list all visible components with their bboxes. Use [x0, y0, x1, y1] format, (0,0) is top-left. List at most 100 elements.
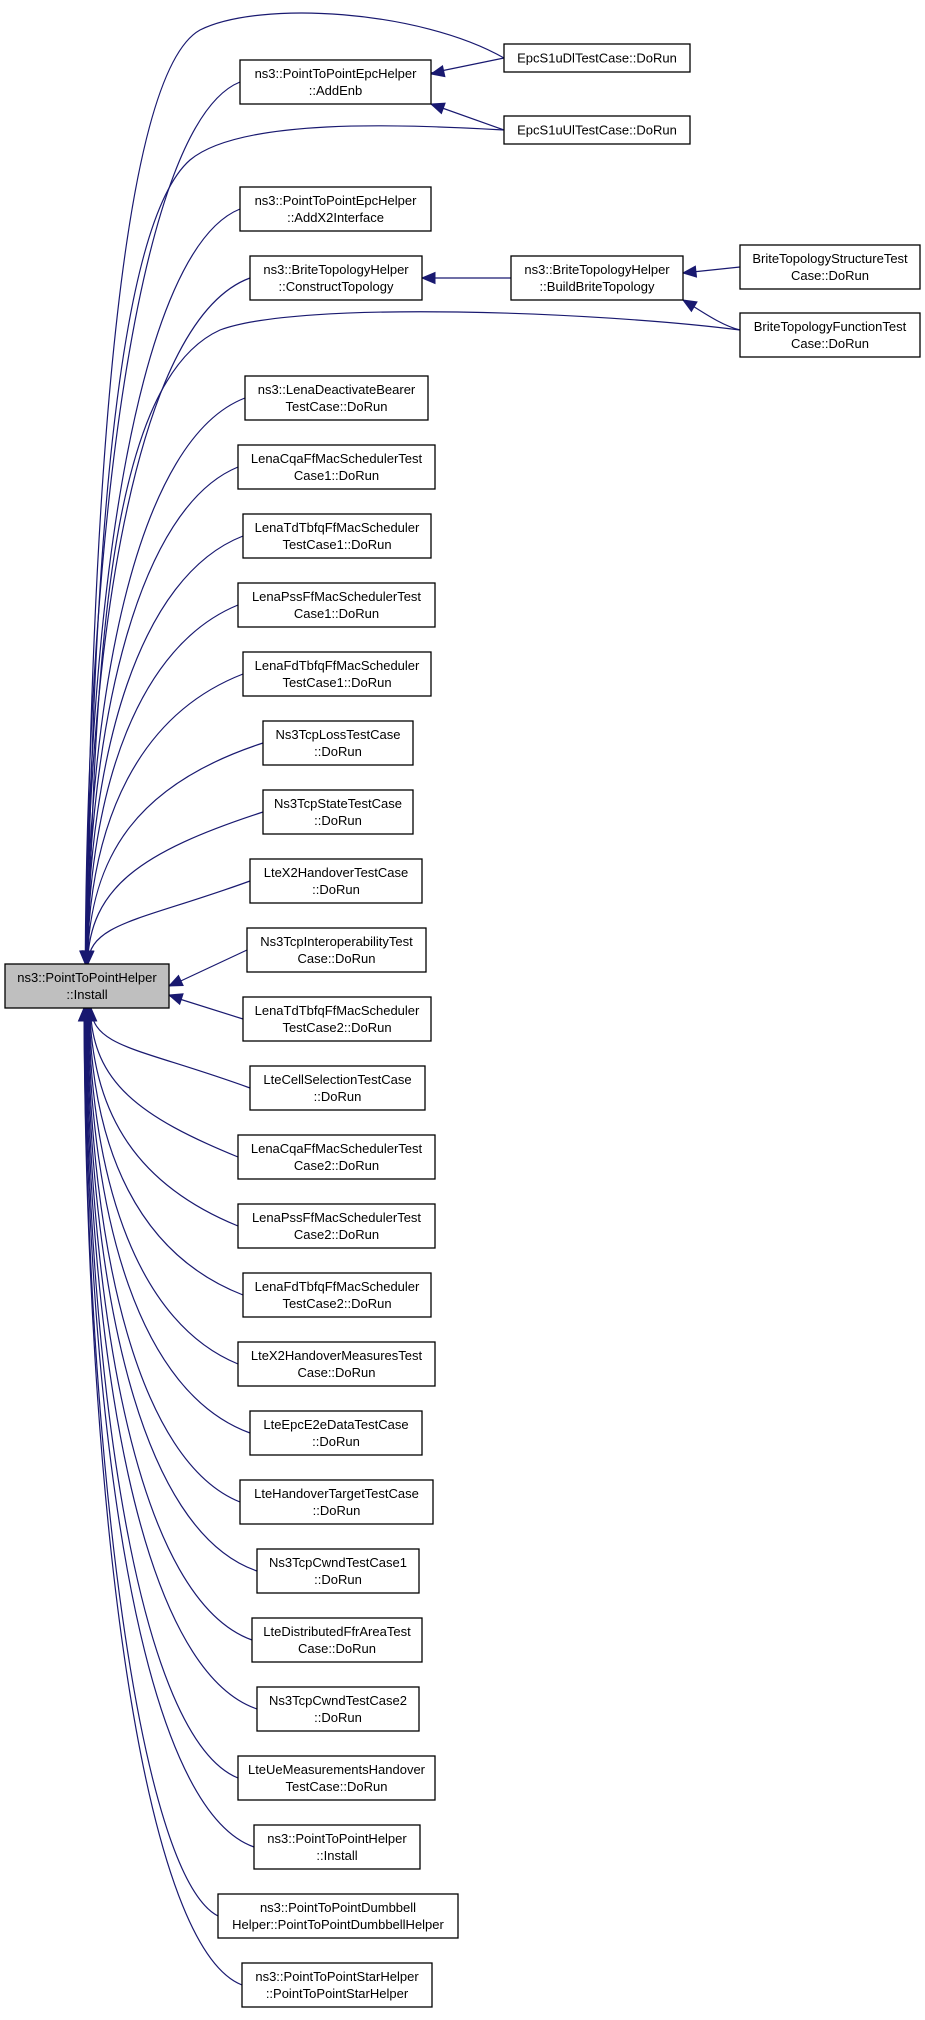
node-label: Case::DoRun: [298, 1641, 376, 1656]
node-box[interactable]: [249, 1410, 423, 1456]
node-label: LenaFdTbfqFfMacScheduler: [255, 1279, 420, 1294]
graph-node[interactable]: Ns3TcpStateTestCase::DoRun: [262, 789, 414, 835]
node-label: TestCase1::DoRun: [282, 537, 391, 552]
node-box[interactable]: [249, 858, 423, 904]
graph-node[interactable]: LteHandoverTargetTestCase::DoRun: [239, 1479, 434, 1525]
node-box[interactable]: [237, 1755, 436, 1801]
node-box[interactable]: [217, 1893, 459, 1939]
edge-line: [88, 1007, 239, 1365]
graph-node[interactable]: ns3::BriteTopologyHelper::BuildBriteTopo…: [510, 255, 684, 301]
node-box[interactable]: [242, 1272, 432, 1318]
graph-node[interactable]: Ns3TcpCwndTestCase1::DoRun: [256, 1548, 420, 1594]
node-label: TestCase2::DoRun: [282, 1296, 391, 1311]
node-box[interactable]: [239, 59, 432, 105]
edge-line: [85, 1007, 253, 1641]
node-box[interactable]: [503, 115, 691, 145]
edge-line: [169, 995, 244, 1020]
node-box[interactable]: [237, 444, 436, 490]
graph-node[interactable]: LteEpcE2eDataTestCase::DoRun: [249, 1410, 423, 1456]
graph-node[interactable]: Ns3TcpCwndTestCase2::DoRun: [256, 1686, 420, 1732]
node-box[interactable]: [239, 186, 432, 232]
edge-line: [86, 1007, 241, 1503]
node-label: ::ConstructTopology: [279, 279, 394, 294]
edge-line: [87, 311, 741, 965]
node-box[interactable]: [262, 720, 414, 766]
edge-arrowhead: [681, 265, 698, 278]
node-box[interactable]: [239, 1479, 434, 1525]
node-box[interactable]: [249, 1065, 426, 1111]
node-label: LenaPssFfMacSchedulerTest: [252, 1210, 421, 1225]
node-box[interactable]: [242, 651, 432, 697]
node-box[interactable]: [253, 1824, 421, 1870]
graph-node[interactable]: LteX2HandoverTestCase::DoRun: [249, 858, 423, 904]
node-box[interactable]: [249, 255, 423, 301]
node-box[interactable]: [241, 1962, 433, 2008]
node-label: LteX2HandoverMeasuresTest: [251, 1348, 423, 1363]
node-label: LteUeMeasurementsHandover: [248, 1762, 426, 1777]
graph-node[interactable]: ns3::PointToPointEpcHelper::AddX2Interfa…: [239, 186, 432, 232]
node-box[interactable]: [242, 513, 432, 559]
graph-node[interactable]: ns3::BriteTopologyHelper::ConstructTopol…: [249, 255, 423, 301]
node-box[interactable]: [503, 43, 691, 73]
node-box[interactable]: [262, 789, 414, 835]
edge-line: [169, 949, 248, 987]
node-label: ::AddEnb: [309, 83, 363, 98]
edge-line: [89, 1007, 239, 1158]
node-label: LenaCqaFfMacSchedulerTest: [251, 451, 423, 466]
node-box[interactable]: [242, 996, 432, 1042]
node-label: Case1::DoRun: [294, 606, 379, 621]
node-box[interactable]: [246, 927, 427, 973]
graph-node[interactable]: EpcS1uDlTestCase::DoRun: [503, 43, 691, 73]
node-box[interactable]: [251, 1617, 423, 1663]
node-box[interactable]: [739, 244, 921, 290]
node-box[interactable]: [256, 1686, 420, 1732]
node-box[interactable]: [237, 1203, 436, 1249]
node-label: TestCase::DoRun: [286, 1779, 388, 1794]
graph-node[interactable]: EpcS1uUlTestCase::DoRun: [503, 115, 691, 145]
edge-arrowhead: [429, 65, 446, 78]
node-label: ::AddX2Interface: [287, 210, 384, 225]
node-label: LteHandoverTargetTestCase: [254, 1486, 419, 1501]
node-label: TestCase::DoRun: [286, 399, 388, 414]
graph-edges: [77, 12, 741, 1986]
graph-node[interactable]: ns3::PointToPointEpcHelper::AddEnb: [239, 59, 432, 105]
node-box[interactable]: [237, 1341, 436, 1387]
node-box[interactable]: [237, 1134, 436, 1180]
node-label: ns3::PointToPointEpcHelper: [255, 66, 418, 81]
edge-line: [84, 1007, 239, 1779]
node-label: ::DoRun: [313, 1503, 361, 1518]
node-box[interactable]: [237, 582, 436, 628]
edge-arrowhead: [82, 950, 95, 966]
node-label: ::BuildBriteTopology: [540, 279, 655, 294]
graph-node[interactable]: LteCellSelectionTestCase::DoRun: [249, 1065, 426, 1111]
graph-node[interactable]: Ns3TcpLossTestCase::DoRun: [262, 720, 414, 766]
node-label: Ns3TcpCwndTestCase2: [269, 1693, 407, 1708]
node-label: Helper::PointToPointDumbbellHelper: [232, 1917, 444, 1932]
graph-node[interactable]: ns3::PointToPointHelper::Install: [253, 1824, 421, 1870]
node-box[interactable]: [244, 375, 429, 421]
graph-node[interactable]: ns3::PointToPointStarHelper::PointToPoin…: [241, 1962, 433, 2008]
graph-node[interactable]: ns3::PointToPointDumbbellHelper::PointTo…: [217, 1893, 459, 1939]
edge-arrowhead: [429, 102, 446, 115]
node-box[interactable]: [510, 255, 684, 301]
node-box[interactable]: [739, 312, 921, 358]
node-box[interactable]: [256, 1548, 420, 1594]
root-node[interactable]: ns3::PointToPointHelper::Install: [4, 963, 170, 1009]
node-box[interactable]: [4, 963, 170, 1009]
edge-line: [86, 125, 505, 965]
